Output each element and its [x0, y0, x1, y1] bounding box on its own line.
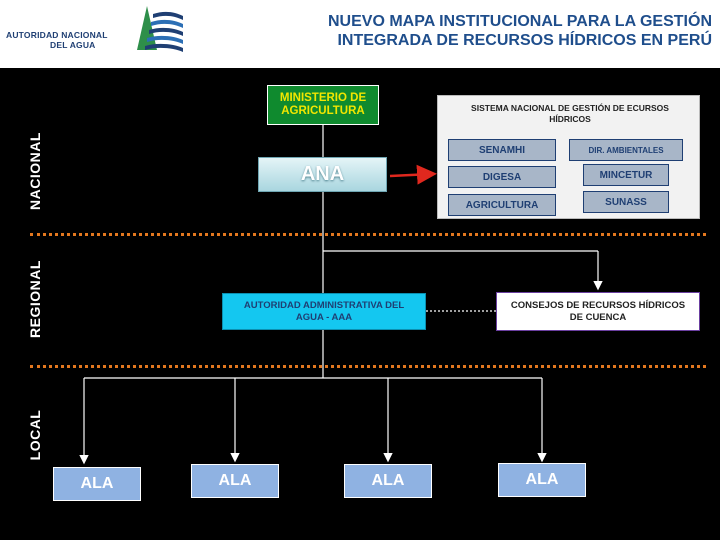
ministerio-box: MINISTERIO DE AGRICULTURA [267, 85, 379, 125]
sistema-item-agricultura: AGRICULTURA [448, 194, 556, 216]
logo-line-1: AUTORIDAD NACIONAL [6, 30, 108, 40]
title-line-2: INTEGRADA DE RECURSOS HÍDRICOS EN PERÚ [337, 32, 712, 49]
aaa-box: AUTORIDAD ADMINISTRATIVA DEL AGUA - AAA [222, 293, 426, 330]
page-title: NUEVO MAPA INSTITUCIONAL PARA LA GESTIÓN… [252, 12, 712, 50]
title-line-1: NUEVO MAPA INSTITUCIONAL PARA LA GESTIÓN [327, 13, 712, 30]
sistema-item-senamhi: SENAMHI [448, 139, 556, 161]
consejos-box: CONSEJOS DE RECURSOS HÍDRICOS DE CUENCA [496, 292, 700, 331]
sistema-title: SISTEMA NACIONAL DE GESTIÓN DE ECURSOS H… [471, 103, 669, 124]
sistema-panel: SISTEMA NACIONAL DE GESTIÓN DE ECURSOS H… [437, 95, 700, 219]
logo-text: AUTORIDAD NACIONAL DEL AGUA [6, 30, 108, 50]
logo-line-2: DEL AGUA [50, 40, 96, 50]
separator-regional-local [30, 365, 706, 368]
separator-nacional-regional [30, 233, 706, 236]
consejos-label: CONSEJOS DE RECURSOS HÍDRICOS DE CUENCA [510, 299, 686, 323]
ala-box-4: ALA [498, 463, 586, 497]
ana-logo-icon [137, 6, 183, 52]
ala-label: ALA [218, 472, 252, 489]
ala-box-2: ALA [191, 464, 279, 498]
ana-box: ANA [258, 157, 387, 192]
sistema-item-digesa: DIGESA [448, 166, 556, 188]
sistema-item-sunass: SUNASS [583, 191, 669, 213]
ana-label: ANA [300, 163, 345, 185]
ala-label: ALA [525, 471, 559, 488]
ministerio-label: MINISTERIO DE AGRICULTURA [279, 92, 367, 117]
sistema-item-mincetur: MINCETUR [583, 164, 669, 186]
sistema-item-dir-ambientales: DIR. AMBIENTALES [569, 139, 683, 161]
ala-label: ALA [80, 475, 114, 492]
aaa-label: AUTORIDAD ADMINISTRATIVA DEL AGUA - AAA [243, 299, 405, 323]
ala-label: ALA [371, 472, 405, 489]
header: AUTORIDAD NACIONAL DEL AGUA NUEVO MAPA I… [0, 0, 720, 68]
ala-box-1: ALA [53, 467, 141, 501]
ala-box-3: ALA [344, 464, 432, 498]
